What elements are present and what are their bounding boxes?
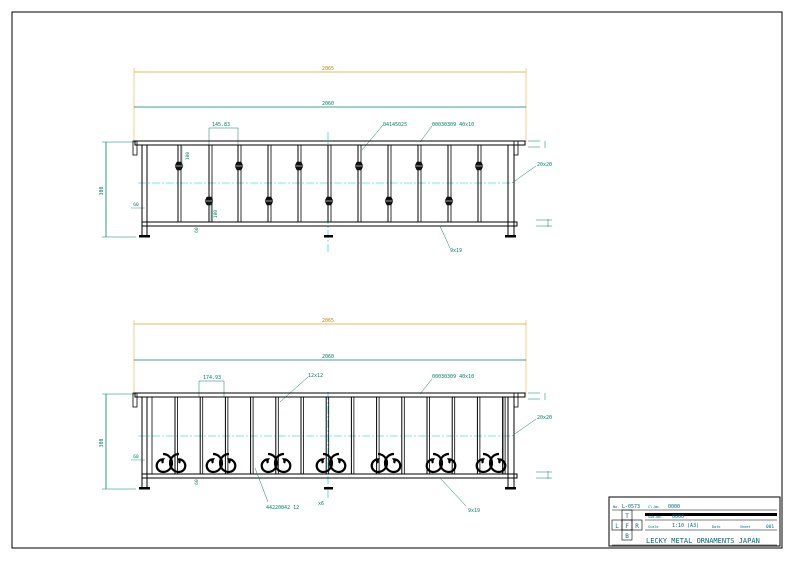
small-dimension-top: 100 — [185, 152, 191, 160]
height-dimension-text: 300 — [99, 186, 105, 195]
post-size-text: 20x20 — [537, 415, 552, 421]
top-rail — [134, 392, 526, 398]
overall-dimension-text: 2065 — [322, 66, 334, 72]
scroll-ornament — [438, 452, 457, 474]
leader-line — [419, 378, 433, 395]
ornament-group — [174, 161, 484, 206]
right-foot — [505, 235, 516, 238]
part-code-rail: 00030309 40x10 — [432, 122, 474, 128]
sub-no-value: 0000 — [672, 514, 684, 520]
title-block-border — [608, 496, 781, 547]
baluster-group — [151, 397, 506, 474]
leader-line — [511, 418, 537, 437]
railing-elevation-bottom: 2065 2060 174.93 12x12 00030309 40x10 30… — [99, 318, 552, 514]
height-dimension-text: 300 — [99, 438, 105, 447]
bar-size-text: 9x19 — [450, 248, 462, 254]
no-label: No. — [613, 505, 619, 509]
ornament-collar — [474, 161, 484, 171]
leader-line — [419, 125, 433, 143]
date-label: Date — [712, 525, 720, 529]
center-foot — [324, 487, 333, 490]
bottom-rail — [141, 221, 518, 227]
frame-dimension-text: 2060 — [322, 101, 334, 107]
small-dimension-bottom: 100 — [213, 210, 219, 218]
part-code-bar: 12x12 — [308, 373, 323, 379]
foot-dimension-text: 60 — [194, 479, 200, 485]
part-code-rail: 00030309 40x10 — [432, 374, 474, 380]
end-bracket — [132, 140, 138, 156]
ornament-collar — [204, 196, 214, 206]
title-bar — [645, 513, 777, 516]
left-foot — [139, 487, 150, 490]
title-block: T L F R B No. L-0573 Cl.No. 0000 Sub.No.… — [608, 496, 781, 547]
end-bracket — [513, 140, 519, 156]
scroll-ornament — [328, 452, 347, 474]
center-foot — [324, 235, 333, 238]
leader-line — [279, 376, 309, 403]
top-rail — [134, 140, 526, 146]
left-foot — [139, 235, 150, 238]
view-label-f: F — [625, 523, 629, 530]
leader-line — [361, 124, 384, 151]
right-post — [507, 396, 515, 490]
overall-dimension-text: 2065 — [322, 318, 334, 324]
ornament-collar — [294, 161, 304, 171]
part-code-ornament: 04145025 — [383, 122, 407, 128]
view-label-t: T — [625, 513, 629, 520]
scale-label: Scale — [648, 525, 659, 529]
scroll-code-text: 44220042 12 — [266, 505, 299, 511]
base-dimension-text: 60 — [133, 454, 139, 460]
view-box-r — [631, 519, 643, 531]
leader-line — [439, 477, 467, 507]
sheet-border — [11, 11, 783, 549]
scroll-ornament — [383, 452, 402, 474]
leader-line — [511, 165, 537, 184]
cl-no-label: Cl.No. — [648, 505, 661, 509]
scroll-ornament — [488, 452, 507, 474]
sheet-value: 001 — [766, 524, 774, 530]
end-bracket — [132, 392, 138, 408]
scroll-count-text: x6 — [318, 501, 324, 507]
ornament-collar — [174, 161, 184, 171]
company-name: LECKY METAL ORNAMENTS JAPAN — [646, 537, 760, 545]
bar-size-text: 9x19 — [468, 508, 480, 514]
scale-value: 1:10 (A3) — [672, 523, 699, 529]
scroll-ornament — [168, 452, 187, 474]
left-post — [141, 144, 148, 238]
leader-line — [254, 467, 269, 503]
ornament-collar — [324, 196, 334, 206]
base-dimension-text: 60 — [133, 202, 139, 208]
ornament-collar — [264, 196, 274, 206]
left-post — [141, 396, 148, 490]
scroll-ornament — [218, 452, 237, 474]
post-size-text: 20x20 — [537, 162, 552, 168]
bay-dimension-text: 145.83 — [212, 122, 230, 128]
view-label-r: R — [635, 523, 639, 530]
sheet-label: Sheet — [740, 525, 751, 529]
ornament-collar — [354, 161, 364, 171]
end-bracket — [513, 392, 519, 408]
view-label-l: L — [615, 523, 619, 530]
baluster-group — [177, 145, 482, 222]
ornament-collar — [444, 196, 454, 206]
cl-no-value: 0000 — [668, 504, 680, 510]
scroll-ornament — [273, 452, 292, 474]
sub-no-label: Sub.No. — [648, 515, 663, 519]
bottom-rail — [141, 473, 518, 479]
right-post — [507, 144, 515, 238]
leader-line — [439, 225, 451, 249]
ornament-collar — [414, 161, 424, 171]
bay-dimension-text: 174.93 — [203, 375, 221, 381]
foot-dimension-text: 60 — [194, 227, 200, 233]
ornament-collar — [234, 161, 244, 171]
view-label-b: B — [625, 533, 629, 540]
railing-elevation-top: 2065 2060 145.83 04145025 00030309 40x10… — [99, 66, 552, 254]
ornament-collar — [384, 196, 394, 206]
view-box-b — [621, 529, 633, 541]
right-foot — [505, 487, 516, 490]
scroll-group — [155, 452, 507, 474]
drawing-number: L-0573 — [622, 504, 640, 510]
frame-dimension-text: 2060 — [322, 354, 334, 360]
